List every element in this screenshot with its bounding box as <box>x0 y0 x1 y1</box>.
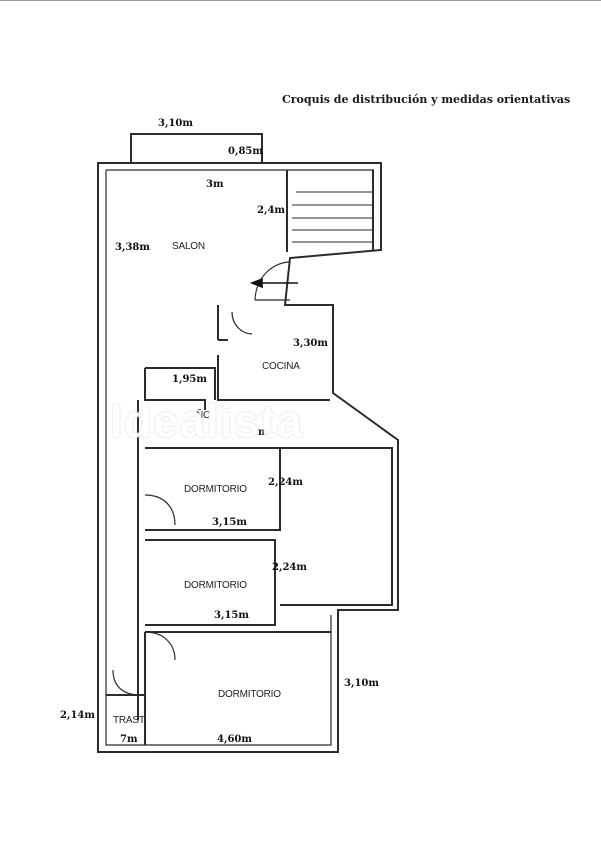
outer-wall <box>97 162 399 753</box>
dim-dorm2-height: 2,24m <box>272 562 307 573</box>
room-label-dormitorio-1: DORMITORIO <box>184 484 247 495</box>
kitchen-wall <box>217 355 330 401</box>
top-border <box>0 0 601 1</box>
watermark-logo: Idealista <box>110 395 304 447</box>
dim-dorm3-height: 3,10m <box>344 678 379 689</box>
bathroom-wall <box>144 367 216 410</box>
dim-bano-partial: m <box>258 427 269 438</box>
dim-dorm2-width: 3,15m <box>214 610 249 621</box>
dim-dorm1-width: 3,15m <box>212 517 247 528</box>
trastero-door-arc <box>112 669 141 696</box>
room-label-dormitorio-2: DORMITORIO <box>184 580 247 591</box>
dim-salon-height: 3,38m <box>115 242 150 253</box>
dim-balcony-width: 3,10m <box>158 118 193 129</box>
dim-dorm3-width: 4,60m <box>217 734 252 745</box>
dim-trastero-width: 7m <box>120 734 138 745</box>
bedroom2-right-box <box>280 447 393 606</box>
dim-dorm1-height: 2,24m <box>268 477 303 488</box>
outer-wall-inner <box>105 169 374 746</box>
dim-salon-width: 3m <box>206 179 224 190</box>
balcony-outline <box>130 133 263 163</box>
stair-treads <box>292 191 372 243</box>
entrance-door-arc <box>254 261 291 301</box>
bedroom3-wall <box>144 631 331 745</box>
room-label-salon: SALON <box>172 241 205 252</box>
dim-balcony-depth: 0,85m <box>228 146 263 157</box>
dim-bano-width: 1,95m <box>172 374 207 385</box>
bedroom1-door-arc <box>144 494 176 526</box>
hall-door-arc <box>231 311 253 335</box>
bedroom1-wall <box>145 447 281 531</box>
entrance-arrow-icon <box>249 277 298 289</box>
room-label-dormitorio-3: DORMITORIO <box>218 689 281 700</box>
hall-wall <box>217 305 228 341</box>
room-label-bano: ÑO <box>196 410 211 421</box>
room-label-trastero: TRAST <box>113 715 145 726</box>
stair-block <box>286 170 374 252</box>
dim-stair-width: 2,4m <box>257 205 285 216</box>
bedroom2-wall <box>145 539 276 626</box>
room-label-cocina: COCINA <box>262 361 300 372</box>
bedroom3-door-arc <box>144 631 176 661</box>
dim-trastero-height: 2,14m <box>60 710 95 721</box>
dim-cocina-width: 3,30m <box>293 338 328 349</box>
plan-title: Croquis de distribución y medidas orient… <box>282 93 571 106</box>
